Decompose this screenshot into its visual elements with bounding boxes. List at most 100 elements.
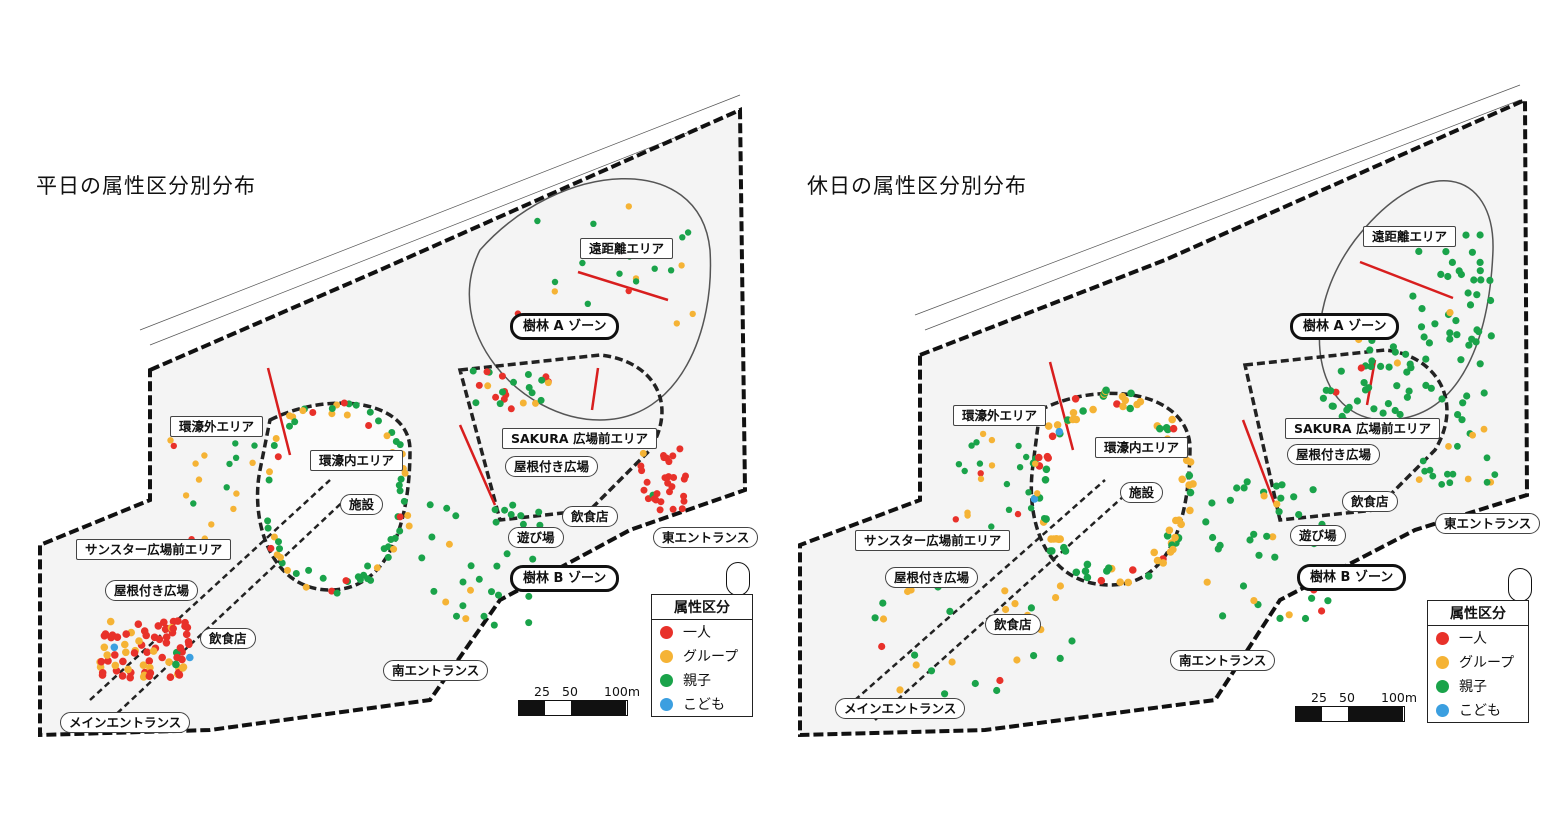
- visitor-dot: [167, 437, 174, 444]
- visitor-dot: [445, 540, 453, 548]
- visitor-dot: [340, 399, 348, 407]
- visitor-dot: [1165, 526, 1174, 535]
- label-facility: 施設: [1120, 482, 1164, 503]
- visitor-dot: [491, 506, 499, 514]
- visitor-dot: [1415, 247, 1423, 255]
- visitor-dot: [1429, 472, 1437, 480]
- visitor-dot: [1273, 500, 1281, 508]
- legend-item-family: 親子: [1428, 674, 1528, 698]
- visitor-dot: [305, 566, 313, 574]
- visitor-dot: [106, 617, 115, 626]
- visitor-dot: [165, 658, 173, 666]
- visitor-dot: [208, 521, 215, 528]
- visitor-dot: [661, 474, 669, 482]
- visitor-dot: [401, 469, 409, 477]
- visitor-dot: [1103, 567, 1111, 575]
- visitor-dot: [467, 586, 474, 594]
- visitor-dot: [503, 550, 511, 558]
- visitor-dot: [266, 468, 273, 476]
- visitor-dot: [498, 372, 506, 380]
- visitor-dot: [1250, 530, 1258, 538]
- visitor-dot: [333, 589, 341, 597]
- legend-title: 属性区分: [1428, 601, 1528, 626]
- visitor-dot: [529, 555, 537, 563]
- visitor-dot: [1393, 359, 1401, 367]
- visitor-dot: [684, 229, 692, 236]
- visitor-dot: [676, 445, 684, 453]
- visitor-dot: [637, 462, 645, 470]
- visitor-dot: [1243, 478, 1251, 486]
- visitor-dot: [1285, 611, 1293, 619]
- visitor-dot: [1476, 360, 1484, 368]
- visitor-dot: [459, 602, 467, 610]
- visitor-dot: [1269, 533, 1277, 541]
- label-sakura-area: SAKURA 広場前エリア: [1285, 418, 1440, 439]
- visitor-dot: [364, 562, 372, 570]
- visitor-dot: [352, 401, 360, 409]
- visitor-dot: [158, 653, 166, 662]
- visitor-dot: [1124, 578, 1132, 587]
- visitor-dot: [365, 422, 373, 429]
- visitor-dot: [668, 483, 676, 491]
- visitor-dot: [223, 484, 230, 491]
- holiday-map-panel: 休日の属性区分別分布 遠距離エリア 樹林 A ゾーン 環濠外エリア 環濠内エリア…: [775, 0, 1550, 828]
- visitor-dot: [364, 575, 372, 583]
- label-playground: 遊び場: [508, 527, 564, 548]
- visitor-dot: [1444, 272, 1452, 281]
- visitor-dot: [1001, 587, 1009, 595]
- label-main-entrance: メインエントランス: [60, 712, 191, 733]
- visitor-dot: [1453, 331, 1461, 339]
- visitor-dot: [1487, 332, 1495, 340]
- visitor-dot: [1438, 395, 1446, 403]
- visitor-dot: [1185, 471, 1194, 480]
- visitor-dot: [1406, 360, 1414, 368]
- visitor-dot: [499, 388, 506, 396]
- visitor-dot: [1391, 406, 1399, 415]
- visitor-dot: [249, 459, 256, 466]
- visitor-dot: [143, 648, 151, 656]
- visitor-dot: [1469, 431, 1476, 439]
- label-inner-area: 環濠内エリア: [310, 450, 404, 471]
- visitor-dot: [1328, 402, 1336, 410]
- visitor-dot: [1048, 432, 1057, 441]
- visitor-dot: [1203, 578, 1211, 586]
- label-south-entrance: 南エントランス: [1170, 650, 1276, 671]
- visitor-dot: [462, 615, 470, 623]
- visitor-dot: [328, 587, 336, 595]
- visitor-dot: [519, 399, 527, 407]
- visitor-dot: [1271, 553, 1279, 561]
- visitor-dot: [459, 578, 467, 586]
- visitor-dot: [181, 622, 189, 630]
- visitor-dot: [392, 438, 400, 445]
- visitor-dot: [493, 562, 501, 570]
- visitor-dot: [1071, 395, 1080, 403]
- visitor-dot: [879, 615, 888, 623]
- visitor-dot: [616, 270, 623, 277]
- visitor-dot: [1250, 597, 1258, 605]
- visitor-dot: [496, 400, 504, 408]
- visitor-dot: [971, 679, 979, 688]
- visitor-dot: [380, 545, 388, 553]
- visitor-dot: [500, 395, 508, 403]
- visitor-dot: [996, 676, 1004, 685]
- visitor-dot: [299, 407, 307, 415]
- visitor-dot: [475, 381, 483, 389]
- visitor-dot: [507, 405, 515, 413]
- visitor-dot: [1483, 478, 1491, 486]
- visitor-dot: [492, 393, 500, 401]
- visitor-dot: [1309, 486, 1317, 494]
- visitor-dot: [1278, 481, 1286, 489]
- legend-item-alone: 一人: [1428, 626, 1528, 650]
- visitor-dot: [174, 617, 182, 625]
- visitor-dot: [1089, 405, 1097, 414]
- visitor-dot: [1403, 368, 1411, 376]
- visitor-dot: [1426, 466, 1434, 474]
- visitor-dot: [946, 607, 954, 616]
- visitor-dot: [871, 614, 879, 622]
- visitor-dot: [1365, 384, 1373, 392]
- visitor-dot: [955, 461, 963, 468]
- visitor-dot: [1277, 494, 1285, 502]
- visitor-dot: [1486, 276, 1494, 284]
- legend-title: 属性区分: [652, 595, 752, 620]
- visitor-dot: [501, 506, 509, 514]
